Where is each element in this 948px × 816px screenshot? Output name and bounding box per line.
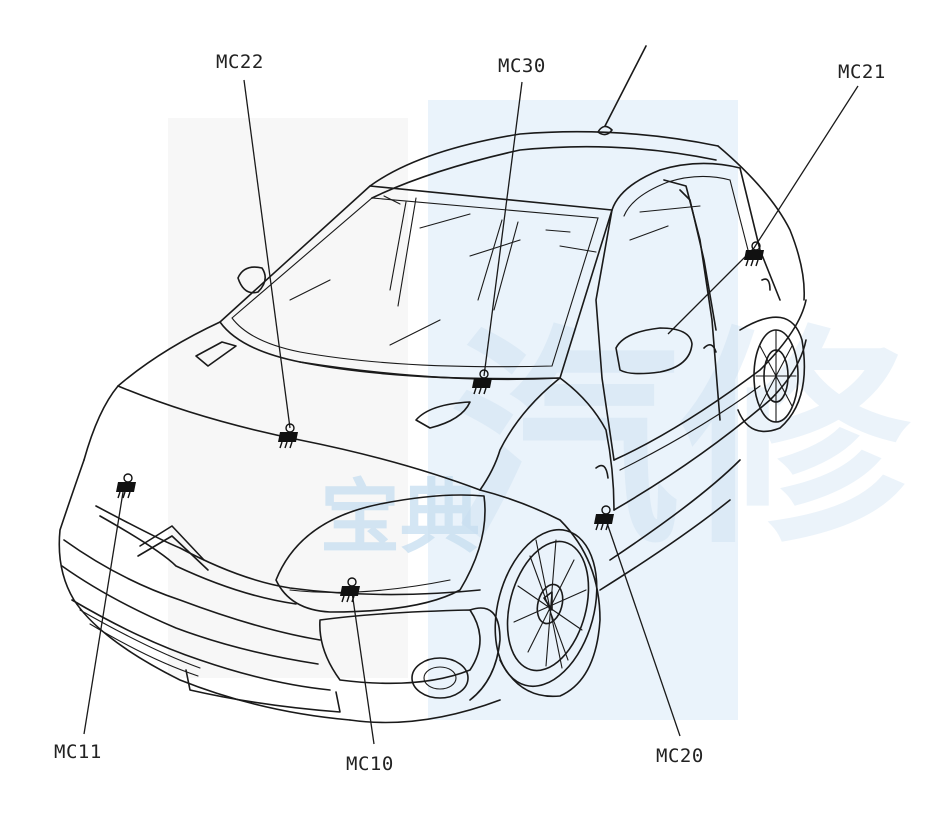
connector-icon (744, 241, 764, 267)
connector-icon (594, 505, 614, 531)
leader-mc30 (483, 81, 523, 377)
leader-mc21 (753, 85, 859, 249)
leader-lines (83, 79, 859, 745)
label-mc30: MC30 (498, 55, 546, 77)
connector-icon (340, 577, 360, 603)
connector-labels: MC22 MC30 MC21 MC11 MC10 MC20 (54, 51, 886, 775)
label-mc11: MC11 (54, 741, 102, 763)
label-mc21: MC21 (838, 61, 886, 83)
watermark: 宝典 汽修 (168, 100, 911, 720)
label-mc20: MC20 (656, 745, 704, 767)
connector-icon (278, 423, 298, 449)
connector-markers (116, 241, 764, 603)
leader-mc22 (243, 79, 291, 429)
watermark-text: 宝典 (320, 471, 480, 564)
connector-icon (116, 473, 136, 499)
leader-mc10 (351, 591, 375, 745)
car-drawing (58, 45, 807, 724)
label-mc10: MC10 (346, 753, 394, 775)
connector-icon (472, 369, 492, 395)
watermark-big-text: 汽修 (450, 308, 911, 575)
front-wheel (479, 489, 601, 698)
leader-mc21-ext (667, 247, 755, 335)
rear-wheel (737, 316, 806, 433)
leader-mc11 (83, 485, 125, 735)
leader-mc20 (605, 519, 681, 737)
label-mc22: MC22 (216, 51, 264, 73)
